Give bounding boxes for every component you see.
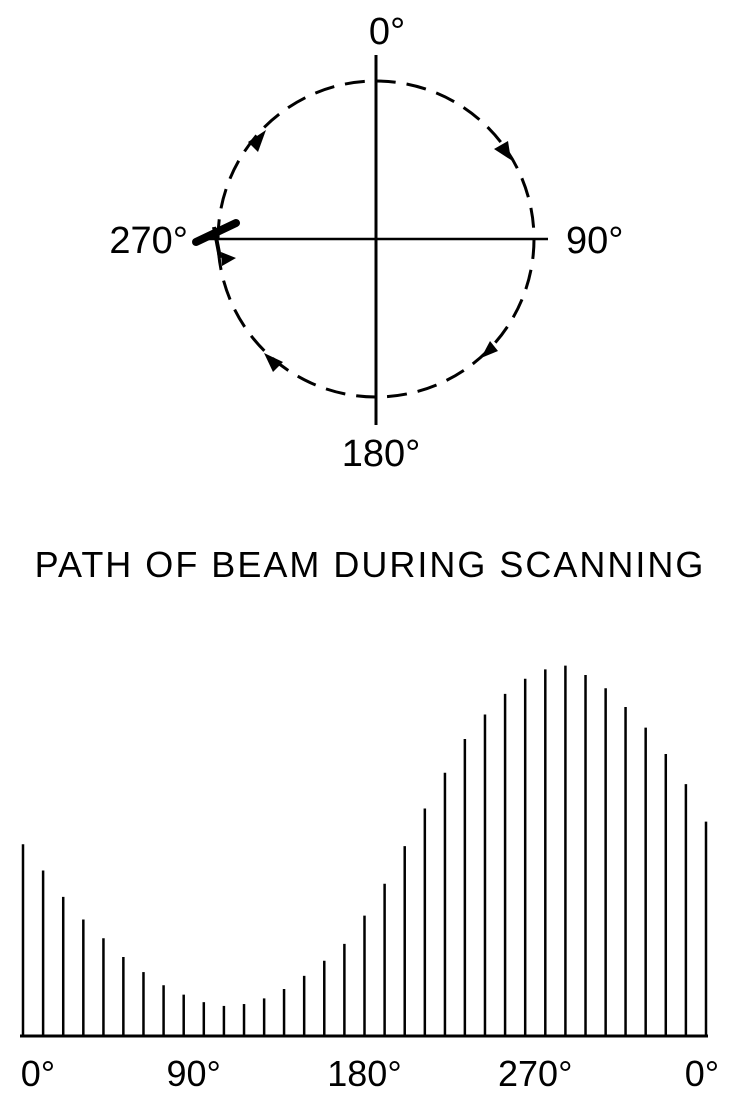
label-90-degrees: 90°: [566, 220, 623, 262]
direction-arrow-icon: [264, 353, 283, 372]
x-tick-label: 270°: [498, 1053, 572, 1094]
x-tick-label: 0°: [685, 1053, 719, 1094]
scan-path-diagram: 0° 90° 180° 270°: [109, 11, 623, 475]
label-0-degrees: 0°: [369, 11, 405, 53]
x-tick-label: 90°: [167, 1053, 221, 1094]
diagram-caption: PATH OF BEAM DURING SCANNING: [35, 544, 706, 585]
label-270-degrees: 270°: [109, 220, 188, 262]
aircraft-icon: [192, 219, 240, 266]
direction-arrow-icon: [494, 141, 511, 160]
pulse-amplitude-chart: 0° 90° 180° 270° 0°: [20, 665, 719, 1094]
direction-arrow-icon: [481, 341, 498, 358]
x-tick-label: 0°: [21, 1053, 55, 1094]
label-180-degrees: 180°: [342, 433, 421, 475]
direction-arrow-icon: [248, 130, 266, 152]
x-tick-label: 180°: [327, 1053, 401, 1094]
